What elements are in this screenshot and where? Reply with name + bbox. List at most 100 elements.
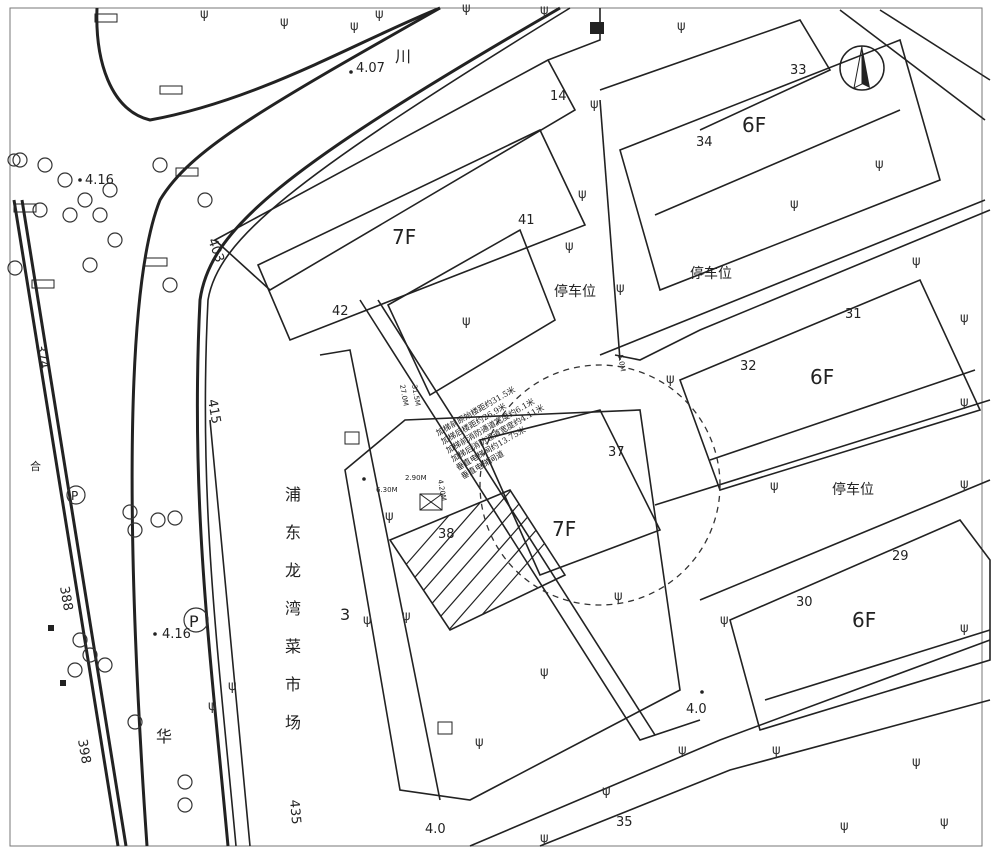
parking-label-lower: 停车位	[832, 481, 874, 498]
road-curve-main	[130, 6, 441, 847]
svg-text:龙: 龙	[285, 561, 301, 580]
svg-text:ψ: ψ	[875, 157, 884, 172]
svg-text:ψ: ψ	[540, 665, 549, 680]
building-42-number: 42	[332, 304, 349, 319]
svg-text:ψ: ψ	[840, 819, 849, 834]
road-edge-east-2	[204, 7, 571, 847]
parking-p-label-1: P	[71, 489, 78, 503]
road-char-he: 合	[30, 459, 41, 473]
dimension-4-20: 4.20M	[436, 479, 448, 502]
building-6f-top-label: 6F	[742, 113, 766, 137]
road-char-chuan: 川	[395, 47, 411, 66]
parking-label-upper: 停车位	[690, 265, 732, 282]
parking-p-label-2: P	[189, 612, 199, 631]
building-6f-mid	[678, 278, 982, 491]
yard-outline	[344, 409, 681, 801]
courtyard-top	[386, 228, 556, 397]
building-37-number: 37	[608, 445, 625, 460]
svg-text:ψ: ψ	[385, 509, 394, 524]
svg-text:ψ: ψ	[363, 613, 372, 628]
svg-text:ψ: ψ	[940, 815, 949, 830]
building-29-number: 29	[892, 549, 909, 564]
building-7f-top-label: 7F	[392, 225, 416, 249]
svg-text:ψ: ψ	[666, 372, 675, 387]
road-lines	[12, 6, 571, 847]
building-35-number: 35	[616, 815, 633, 830]
svg-text:ψ: ψ	[772, 743, 781, 758]
utility-markers	[13, 13, 604, 735]
svg-text:ψ: ψ	[565, 239, 574, 254]
svg-text:ψ: ψ	[678, 743, 687, 758]
svg-text:东: 东	[285, 523, 301, 542]
roundabout-edge	[95, 6, 441, 122]
svg-text:ψ: ψ	[475, 735, 484, 750]
svg-text:场: 场	[285, 713, 301, 732]
building-6f-low	[729, 519, 991, 732]
svg-text:ψ: ψ	[375, 7, 384, 22]
building-7f-top	[256, 128, 587, 342]
svg-text:ψ: ψ	[208, 699, 217, 714]
site-outlines	[209, 8, 991, 847]
parking-edge-mid	[614, 209, 991, 361]
building-41-number: 41	[518, 213, 535, 228]
elevation-point-5: 4.0	[425, 822, 446, 837]
svg-text:ψ: ψ	[616, 281, 625, 296]
elevation-point-2: 4.16	[85, 173, 114, 188]
building-33-number: 33	[790, 63, 807, 78]
svg-text:ψ: ψ	[540, 831, 549, 846]
building-7f-bottom	[388, 409, 662, 632]
road-char-hua: 华	[156, 727, 172, 746]
svg-text:ψ: ψ	[770, 479, 779, 494]
top-corridor	[213, 58, 577, 291]
map-frame	[9, 7, 983, 847]
road-edge-west-inner	[20, 199, 128, 847]
svg-text:ψ: ψ	[280, 15, 289, 30]
building-6f-mid-label: 6F	[810, 365, 834, 389]
building-6f-low-label: 6F	[852, 608, 876, 632]
svg-text:ψ: ψ	[462, 314, 471, 329]
building-6f-top	[599, 19, 941, 292]
svg-text:湾: 湾	[285, 599, 301, 618]
dimension-5: 5.0M	[616, 354, 627, 372]
dimension-27: 27.0M	[398, 384, 410, 407]
svg-text:ψ: ψ	[960, 311, 969, 326]
svg-text:ψ: ψ	[677, 19, 686, 34]
svg-text:ψ: ψ	[462, 1, 471, 16]
building-34-number: 34	[696, 135, 713, 150]
fire-radius-circle	[479, 364, 721, 606]
svg-text:浦: 浦	[285, 485, 301, 504]
svg-text:市: 市	[285, 675, 301, 694]
svg-text:ψ: ψ	[912, 755, 921, 770]
svg-text:ψ: ψ	[960, 395, 969, 410]
svg-text:ψ: ψ	[614, 589, 623, 604]
building-38-number: 38	[438, 527, 455, 542]
market-edge	[319, 349, 441, 801]
parking-symbols	[66, 485, 209, 633]
dimension-31: 31.5M	[410, 384, 422, 407]
elevation-point-4: 4.0	[686, 702, 707, 717]
svg-text:ψ: ψ	[602, 784, 611, 799]
svg-text:ψ: ψ	[720, 613, 729, 628]
road-number-415: 415	[204, 398, 223, 425]
svg-text:ψ: ψ	[228, 679, 237, 694]
road-number-435: 435	[286, 799, 303, 825]
tree-symbols	[7, 152, 213, 813]
road-number-403: 403	[204, 236, 227, 264]
market-number: 3	[340, 605, 350, 624]
building-7f-bottom-label: 7F	[552, 517, 576, 541]
building-30-number: 30	[796, 595, 813, 610]
road-number-374: 374	[32, 343, 51, 370]
annotation-block: 加梯前原始楼距约31.5米 加梯后楼距约26.9米 加梯前消防通道宽度约6.1米…	[434, 384, 546, 481]
svg-text:ψ: ψ	[790, 197, 799, 212]
road-number-398: 398	[74, 738, 93, 765]
north-arrow	[839, 45, 885, 91]
building-32-number: 32	[740, 359, 757, 374]
svg-text:ψ: ψ	[590, 97, 599, 112]
lane-line-2	[377, 299, 656, 736]
parking-label-upper-left: 停车位	[554, 283, 596, 300]
lane-line	[359, 299, 701, 741]
market-name: 浦 东 龙 湾 菜 市 场	[285, 485, 301, 732]
svg-text:ψ: ψ	[960, 621, 969, 636]
